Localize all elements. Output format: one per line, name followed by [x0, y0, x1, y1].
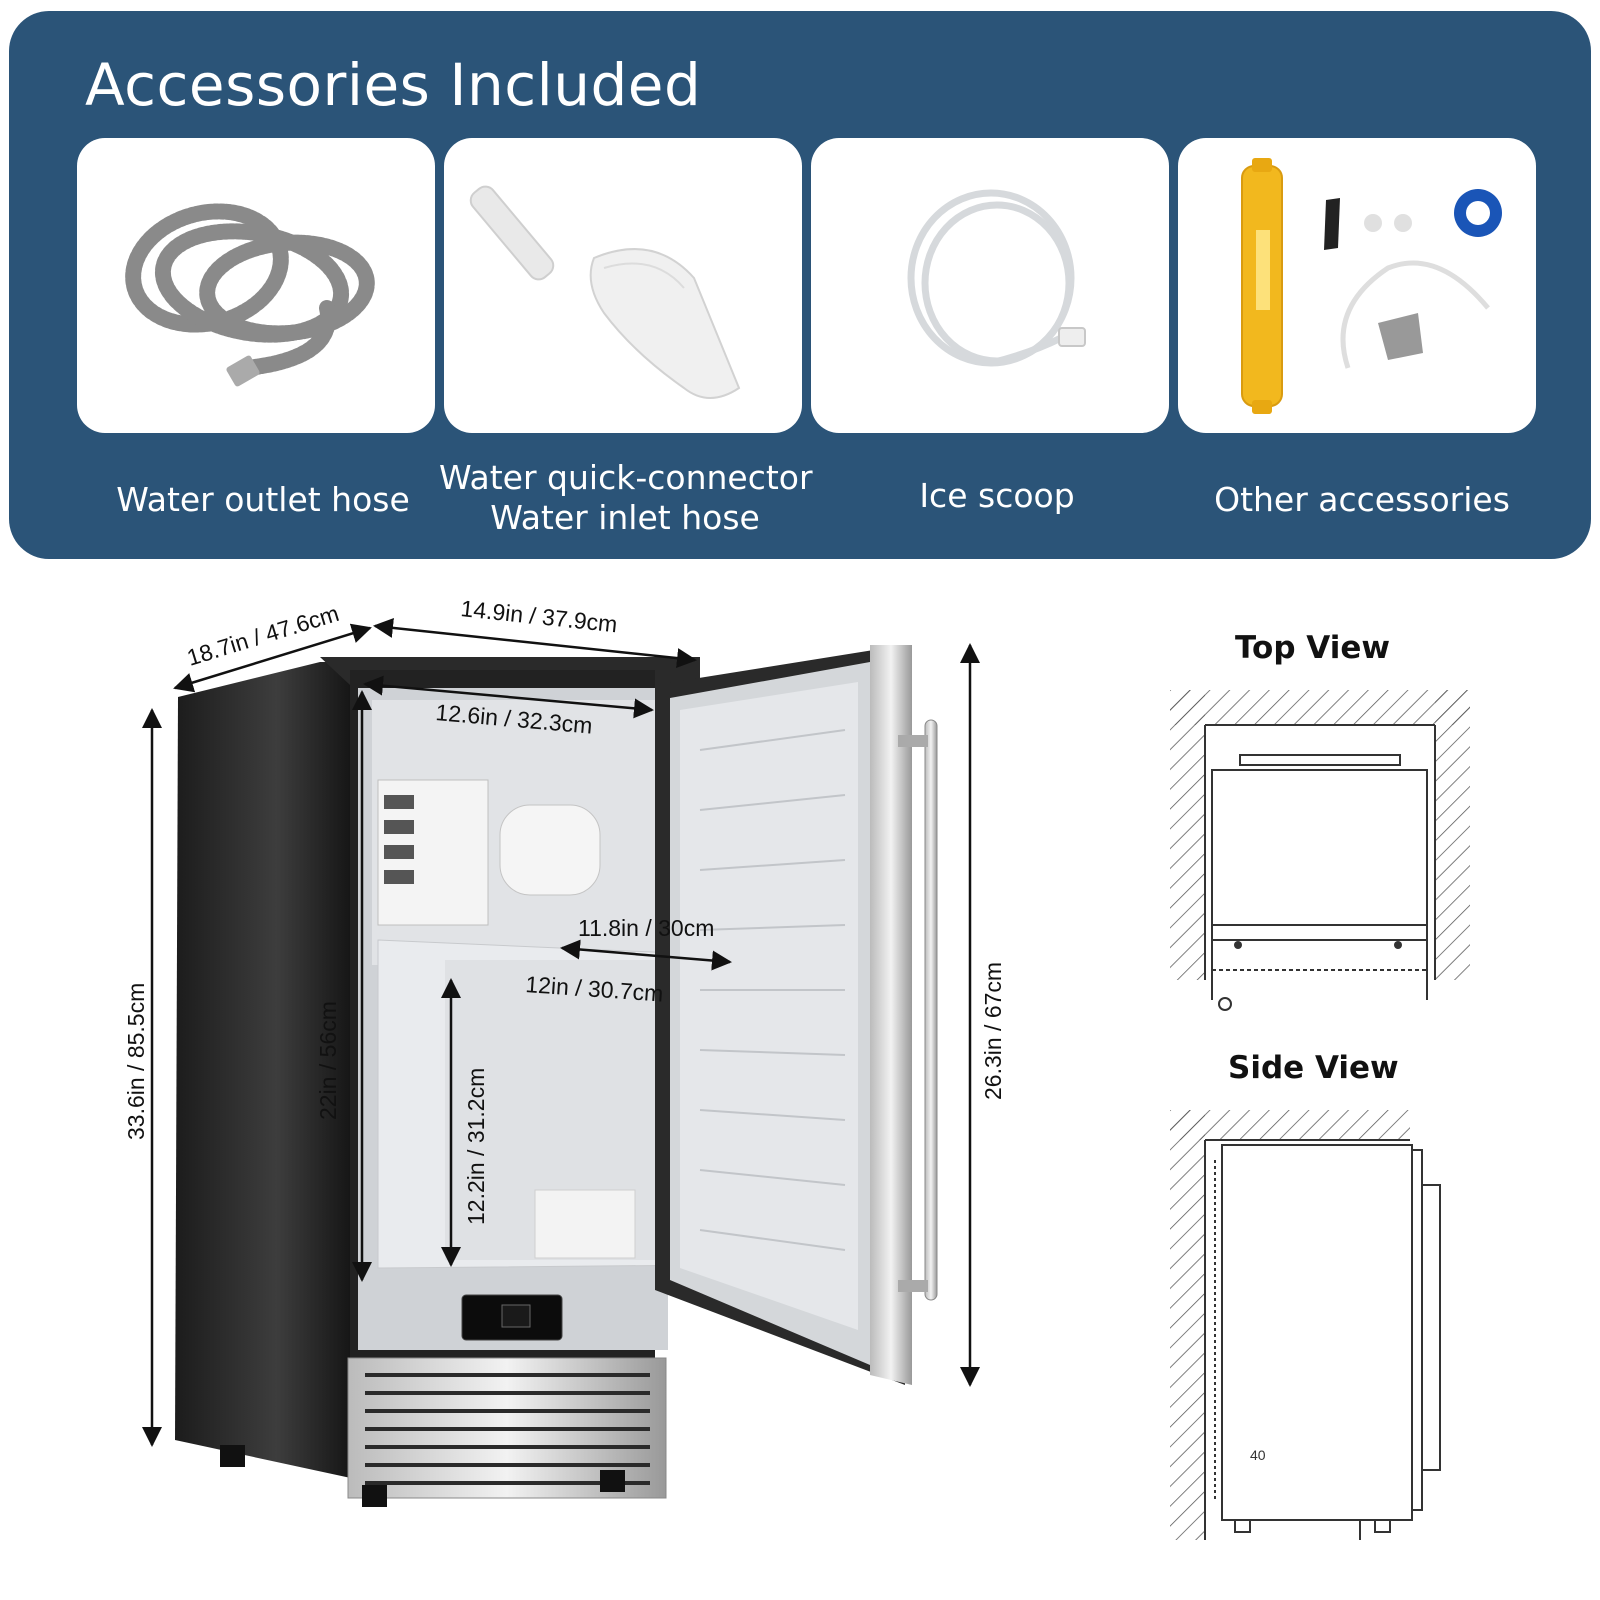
- ice-scoop-card: [444, 138, 802, 433]
- side-view-diagram: 40: [1170, 1110, 1441, 1540]
- top-view-diagram: [1170, 690, 1470, 1011]
- water-outlet-hose-caption: Water outlet hose: [116, 480, 410, 519]
- door-height-dimension-label: 26.3in / 67cm: [980, 962, 1006, 1100]
- top-view-title: Top View: [1235, 630, 1391, 666]
- basket-height-dimension-label: 12.2in / 31.2cm: [463, 1068, 489, 1225]
- water-inlet-hose-card: [811, 138, 1169, 433]
- open-door: [655, 645, 938, 1385]
- ice-scoop-image: [469, 185, 741, 399]
- inner-height-dimension-label: 22in / 56cm: [315, 1001, 341, 1120]
- filter-and-fittings-image: [1241, 158, 1502, 414]
- height-dimension-label: 33.6in / 85.5cm: [123, 983, 149, 1140]
- accessories-title: Accessories Included: [85, 51, 702, 119]
- dimension-arrows: [142, 617, 980, 1447]
- inlet-hose-image: [907, 189, 1086, 367]
- other-accessories-caption: Other accessories: [1214, 480, 1510, 519]
- cabinet-body: [175, 657, 721, 1507]
- ice-maker-dimension-figure: 18.7in / 47.6cm 14.9in / 37.9cm 12.6in /…: [123, 600, 1006, 1507]
- side-view-title: Side View: [1228, 1050, 1399, 1086]
- side-view-clearance-label: 40: [1250, 1447, 1266, 1463]
- ice-scoop-caption: Ice scoop: [919, 476, 1075, 515]
- width-dimension-label: 14.9in / 37.9cm: [459, 600, 618, 637]
- water-outlet-hose-card: [77, 138, 435, 433]
- water-inlet-hose-caption: Water quick-connector Water inlet hose: [439, 458, 813, 537]
- coiled-hose-image: [125, 203, 375, 387]
- other-accessories-card: [1178, 138, 1536, 433]
- basket-depth-dimension-label: 11.8in / 30cm: [578, 915, 714, 941]
